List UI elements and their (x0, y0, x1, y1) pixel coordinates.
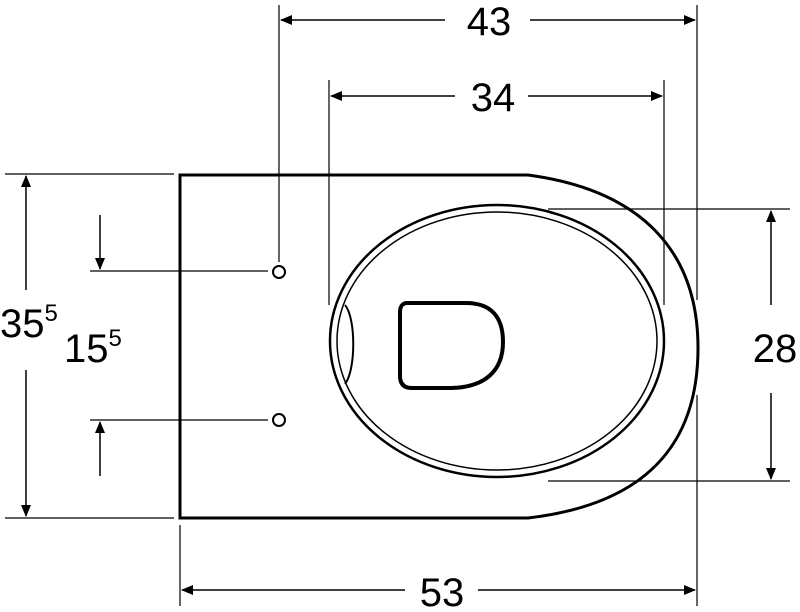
bowl-outline (178, 173, 700, 520)
mounting-hole-top (272, 265, 286, 279)
dim-right: 28 (753, 327, 798, 371)
dim-top-outer: 43 (467, 0, 512, 44)
dimension-lines (21, 15, 776, 595)
dim-left-outer-main: 35 (0, 302, 45, 346)
dim-left-inner-sup: 5 (109, 325, 122, 352)
extension-lines (5, 5, 790, 606)
dim-left-outer-sup: 5 (45, 300, 58, 327)
dim-bottom: 53 (420, 571, 465, 612)
rim-outer (328, 203, 666, 479)
drain-opening (398, 301, 506, 390)
rim-inner (336, 211, 658, 471)
dim-top-inner: 34 (471, 76, 516, 120)
dim-left-inner: 155 (64, 325, 122, 371)
dim-left-outer: 355 (0, 300, 58, 346)
rim-notch (344, 304, 355, 385)
dim-left-inner-main: 15 (64, 327, 109, 371)
mounting-hole-bottom (272, 413, 286, 427)
